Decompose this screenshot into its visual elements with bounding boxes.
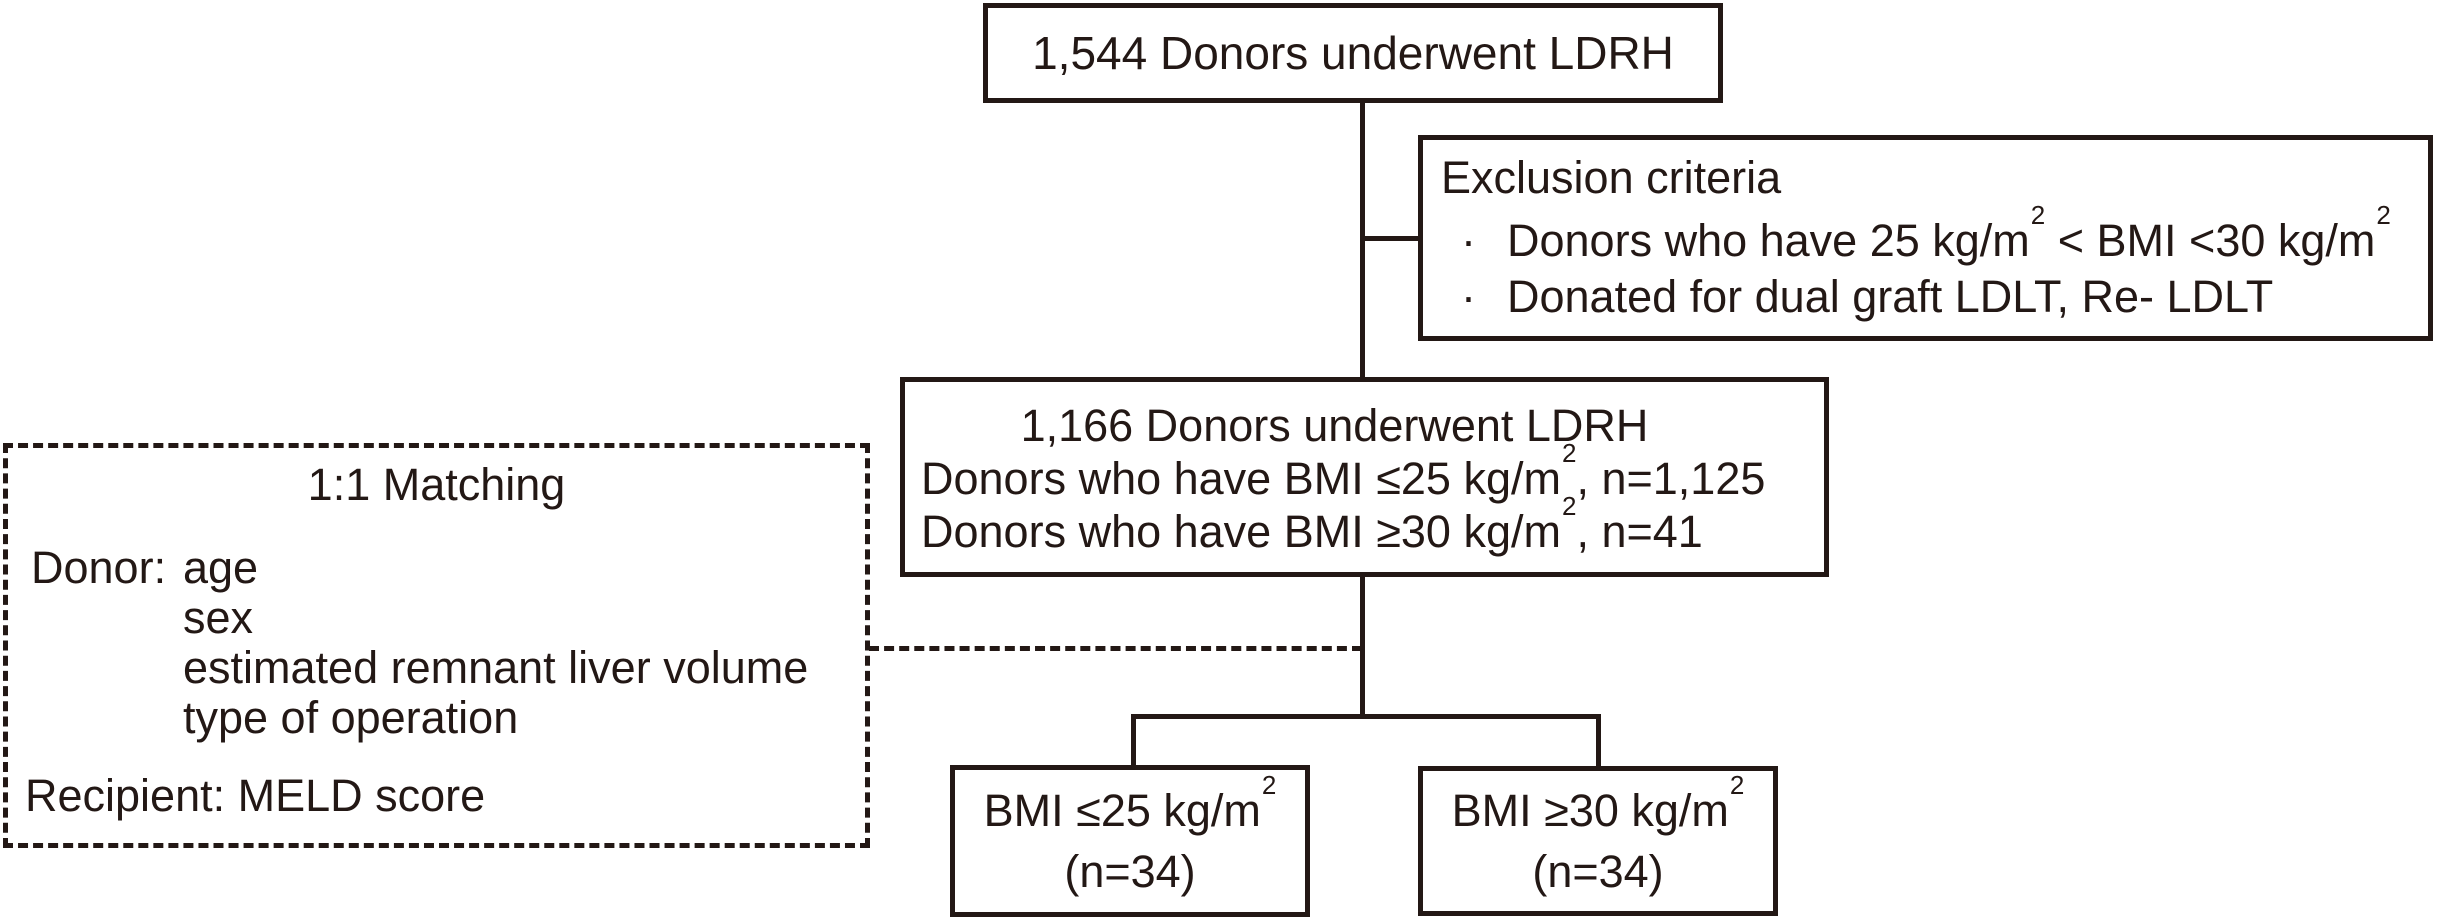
matching-donor-item-age: age [183, 542, 259, 593]
cohort-line-total: 1,166 Donors underwent LDRH [1020, 400, 1649, 451]
outcome-high-bmi-text: BMI ≥30 kg/m [1451, 785, 1729, 836]
cohort-box-eligible-donors: 1,166 Donors underwent LDRH Donors who h… [900, 377, 1829, 577]
outcome-box-low-bmi: BMI ≤25 kg/m2 (n=34) [950, 765, 1310, 917]
connector-drop-right [1596, 716, 1601, 768]
exclusion-title: Exclusion criteria [1441, 152, 1782, 203]
connector-drop-left [1131, 716, 1136, 767]
outcome-high-bmi-label: BMI ≥30 kg/m2 [1451, 772, 1745, 841]
superscript: 2 [2376, 199, 2391, 230]
bullet-icon: · [1461, 271, 1476, 322]
connector-matching-dashed [869, 646, 1362, 651]
top-box-total-donors: 1,544 Donors underwent LDRH [983, 3, 1723, 103]
matching-recipient-value: MELD score [225, 770, 486, 821]
cohort-line-high-bmi-count: , n=41 [1576, 506, 1703, 557]
cohort-line-high-bmi-text: Donors who have BMI ≥30 kg/m [921, 506, 1561, 557]
outcome-low-bmi-text: BMI ≤25 kg/m [983, 785, 1261, 836]
connector-cohort-down [1360, 574, 1365, 719]
connector-to-exclusion [1362, 236, 1420, 241]
superscript: 2 [1729, 769, 1745, 800]
cohort-line-low-bmi: Donors who have BMI ≤25 kg/m2, n=1,125 [905, 440, 1824, 505]
exclusion-item-bmi-range: ·Donors who have 25 kg/m2 < BMI <30 kg/m… [1441, 202, 2428, 269]
superscript: 2 [1261, 769, 1277, 800]
outcome-low-bmi-label: BMI ≤25 kg/m2 [983, 772, 1277, 841]
top-box-text: 1,544 Donors underwent LDRH [1032, 26, 1674, 79]
cohort-line-high-bmi: Donors who have BMI ≥30 kg/m2, n=41 [905, 493, 1824, 558]
cohort-line-low-bmi-count: , n=1,125 [1576, 453, 1766, 504]
matching-criteria-box: 1:1 Matching Donor: age sex estimated re… [3, 443, 870, 848]
matching-donor-item-sex: sex [183, 592, 254, 643]
matching-donor-row: Donor: age sex estimated remnant liver v… [8, 543, 865, 743]
cohort-line-low-bmi-text: Donors who have BMI ≤25 kg/m [921, 453, 1561, 504]
matching-donor-item-operation-type: type of operation [183, 692, 519, 743]
matching-title: 1:1 Matching [307, 459, 566, 510]
exclusion-item-1-text-b: < BMI <30 kg/m [2045, 215, 2376, 266]
exclusion-criteria-box: Exclusion criteria · Donors who have 25 k… [1418, 135, 2433, 341]
matching-recipient-label: Recipient: [25, 770, 226, 821]
matching-donor-items: age sex estimated remnant liver volume t… [183, 543, 808, 743]
outcome-low-bmi-count: (n=34) [1064, 846, 1196, 897]
outcome-box-high-bmi: BMI ≥30 kg/m2 (n=34) [1418, 766, 1778, 916]
matching-recipient-row: Recipient: MELD score [8, 771, 865, 821]
matching-donor-label: Donor: [31, 542, 167, 593]
superscript: 2 [2030, 199, 2046, 230]
outcome-high-bmi-count: (n=34) [1532, 846, 1664, 897]
matching-donor-item-remnant-volume: estimated remnant liver volume [183, 642, 809, 693]
exclusion-item-dual-graft: · Donated for dual graft LDLT, Re- LDLT [1441, 269, 2428, 325]
superscript: 2 [1561, 490, 1577, 521]
exclusion-item-1-text: Donors who have 25 kg/m [1507, 215, 2030, 266]
connector-branch-horizontal [1131, 714, 1601, 719]
exclusion-item-2-text: Donated for dual graft LDLT, Re- LDLT [1507, 271, 2274, 322]
bullet-icon: · [1461, 215, 1476, 266]
superscript: 2 [1561, 437, 1577, 468]
